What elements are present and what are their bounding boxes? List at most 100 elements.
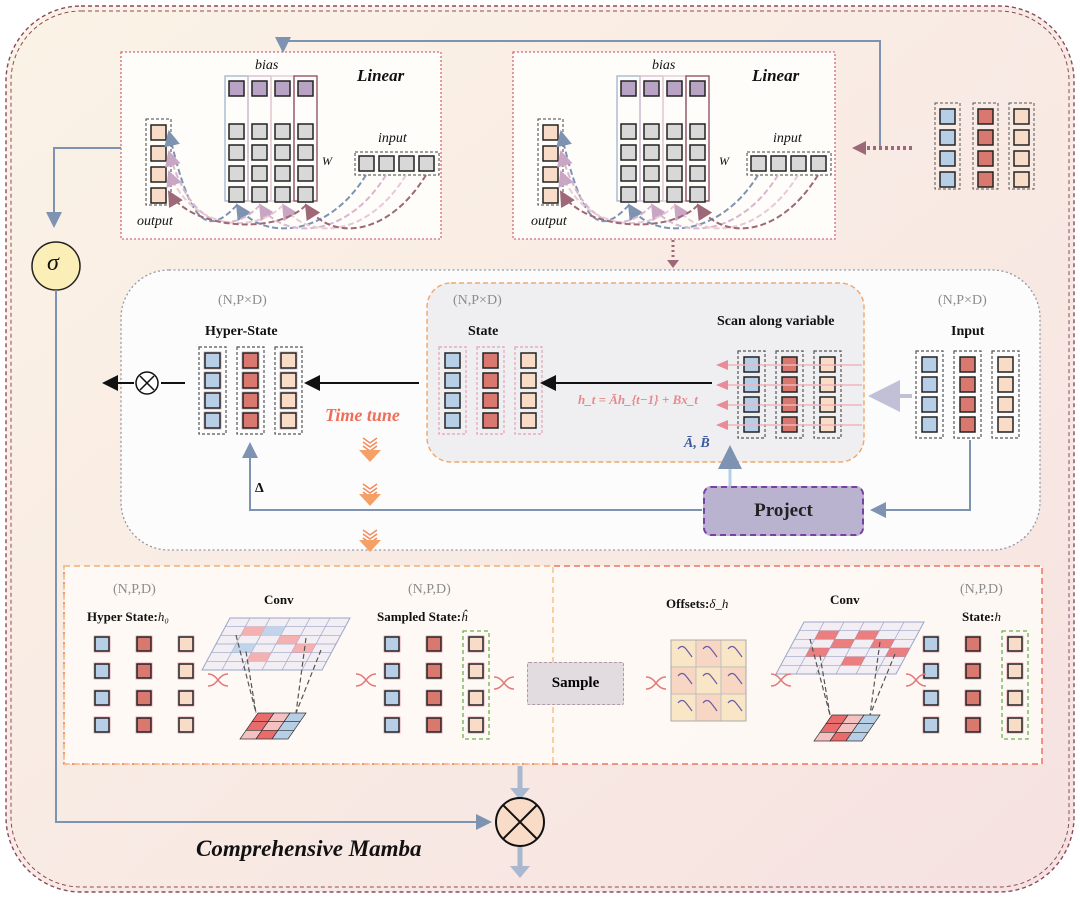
outer-frame-inner xyxy=(10,10,1070,888)
bias-cell xyxy=(689,80,706,97)
weight-cell xyxy=(666,123,683,140)
input-cell xyxy=(770,155,787,172)
state-cell xyxy=(959,356,976,373)
output-cell xyxy=(542,124,559,141)
time-tune-label: Time tune xyxy=(325,405,400,425)
bottom-state-cell xyxy=(1007,663,1023,679)
state-cell xyxy=(520,412,537,429)
state-cell xyxy=(520,372,537,389)
bottom-state-cell xyxy=(1007,690,1023,706)
weight-cell xyxy=(251,165,268,182)
state-cell xyxy=(520,392,537,409)
state-cell xyxy=(482,372,499,389)
bottom-state-cell xyxy=(384,663,400,679)
weight-cell xyxy=(251,123,268,140)
bottom-state-cell xyxy=(384,690,400,706)
bias-cell xyxy=(297,80,314,97)
state-cell xyxy=(204,412,221,429)
state-cell xyxy=(242,352,259,369)
linear-title-right: Linear xyxy=(752,66,800,85)
b-state-dims: (N,P,D) xyxy=(960,582,1003,597)
output-cell xyxy=(150,166,167,183)
state-cell xyxy=(997,396,1014,413)
delta-symbol: Δ xyxy=(255,481,264,496)
bottom-state-cell xyxy=(965,663,981,679)
bottom-state-cell xyxy=(965,690,981,706)
top-input-cell xyxy=(939,150,956,167)
bottom-state-cell xyxy=(94,636,110,652)
bottom-state-cell xyxy=(923,663,939,679)
state-cell xyxy=(520,352,537,369)
state-cell xyxy=(204,352,221,369)
state-cell xyxy=(997,416,1014,433)
state-cell xyxy=(242,412,259,429)
bias-cell xyxy=(643,80,660,97)
b-offsets-label: Offsets:δ_h xyxy=(666,596,729,611)
bottom-state-cell xyxy=(384,717,400,733)
input-label-left: input xyxy=(378,131,407,146)
bottom-state-cell xyxy=(136,636,152,652)
bottom-state-cell xyxy=(923,690,939,706)
bottom-state-cell xyxy=(178,663,194,679)
b-conv-right: Conv xyxy=(830,592,860,607)
weight-cell xyxy=(297,186,314,203)
bottom-state-cell xyxy=(426,717,442,733)
hyper-state-dims: (N,P×D) xyxy=(218,293,267,308)
project-block: Project xyxy=(703,486,864,536)
top-input-cell xyxy=(977,108,994,125)
state-cell xyxy=(280,392,297,409)
top-input-cell xyxy=(939,171,956,188)
input-cell xyxy=(398,155,415,172)
state-cell xyxy=(280,372,297,389)
state-cell xyxy=(482,412,499,429)
state-dims: (N,P×D) xyxy=(453,293,502,308)
bottom-state-cell xyxy=(1007,717,1023,733)
recurrence-formula: h_t = Āh_{t−1} + Bx_t xyxy=(578,392,698,407)
top-input-cell xyxy=(939,129,956,146)
bottom-state-cell xyxy=(178,717,194,733)
bottom-state-cell xyxy=(426,690,442,706)
sample-label: Sample xyxy=(551,675,600,691)
state-cell xyxy=(921,396,938,413)
weight-cell xyxy=(274,123,291,140)
weight-cell xyxy=(620,165,637,182)
weight-cell xyxy=(666,165,683,182)
input-cell xyxy=(810,155,827,172)
bottom-state-cell xyxy=(136,690,152,706)
bottom-state-cell xyxy=(384,636,400,652)
output-cell xyxy=(542,166,559,183)
state-cell xyxy=(997,356,1014,373)
linear-title-left: Linear xyxy=(357,66,405,85)
state-cell xyxy=(921,416,938,433)
input-label-right: input xyxy=(773,131,802,146)
top-input-cell xyxy=(977,129,994,146)
state-cell xyxy=(921,356,938,373)
project-label: Project xyxy=(754,500,813,521)
state-cell xyxy=(444,392,461,409)
bottom-state-cell xyxy=(468,663,484,679)
output-label-left: output xyxy=(137,214,173,229)
weight-cell xyxy=(643,165,660,182)
weight-cell xyxy=(297,144,314,161)
bottom-state-cell xyxy=(468,690,484,706)
bias-cell xyxy=(620,80,637,97)
state-cell xyxy=(921,376,938,393)
weight-cell xyxy=(297,123,314,140)
state-cell xyxy=(482,352,499,369)
weight-cell xyxy=(228,186,245,203)
b-conv-left: Conv xyxy=(264,592,294,607)
state-cell xyxy=(204,392,221,409)
state-label: State xyxy=(468,324,499,339)
weight-cell xyxy=(620,186,637,203)
bottom-state-cell xyxy=(468,717,484,733)
bottom-state-cell xyxy=(94,663,110,679)
bias-label-right: bias xyxy=(652,58,676,73)
weight-cell xyxy=(228,144,245,161)
input-label: Input xyxy=(951,324,985,339)
output-cell xyxy=(542,187,559,204)
input-cell xyxy=(418,155,435,172)
output-cell xyxy=(542,145,559,162)
bottom-state-cell xyxy=(94,690,110,706)
